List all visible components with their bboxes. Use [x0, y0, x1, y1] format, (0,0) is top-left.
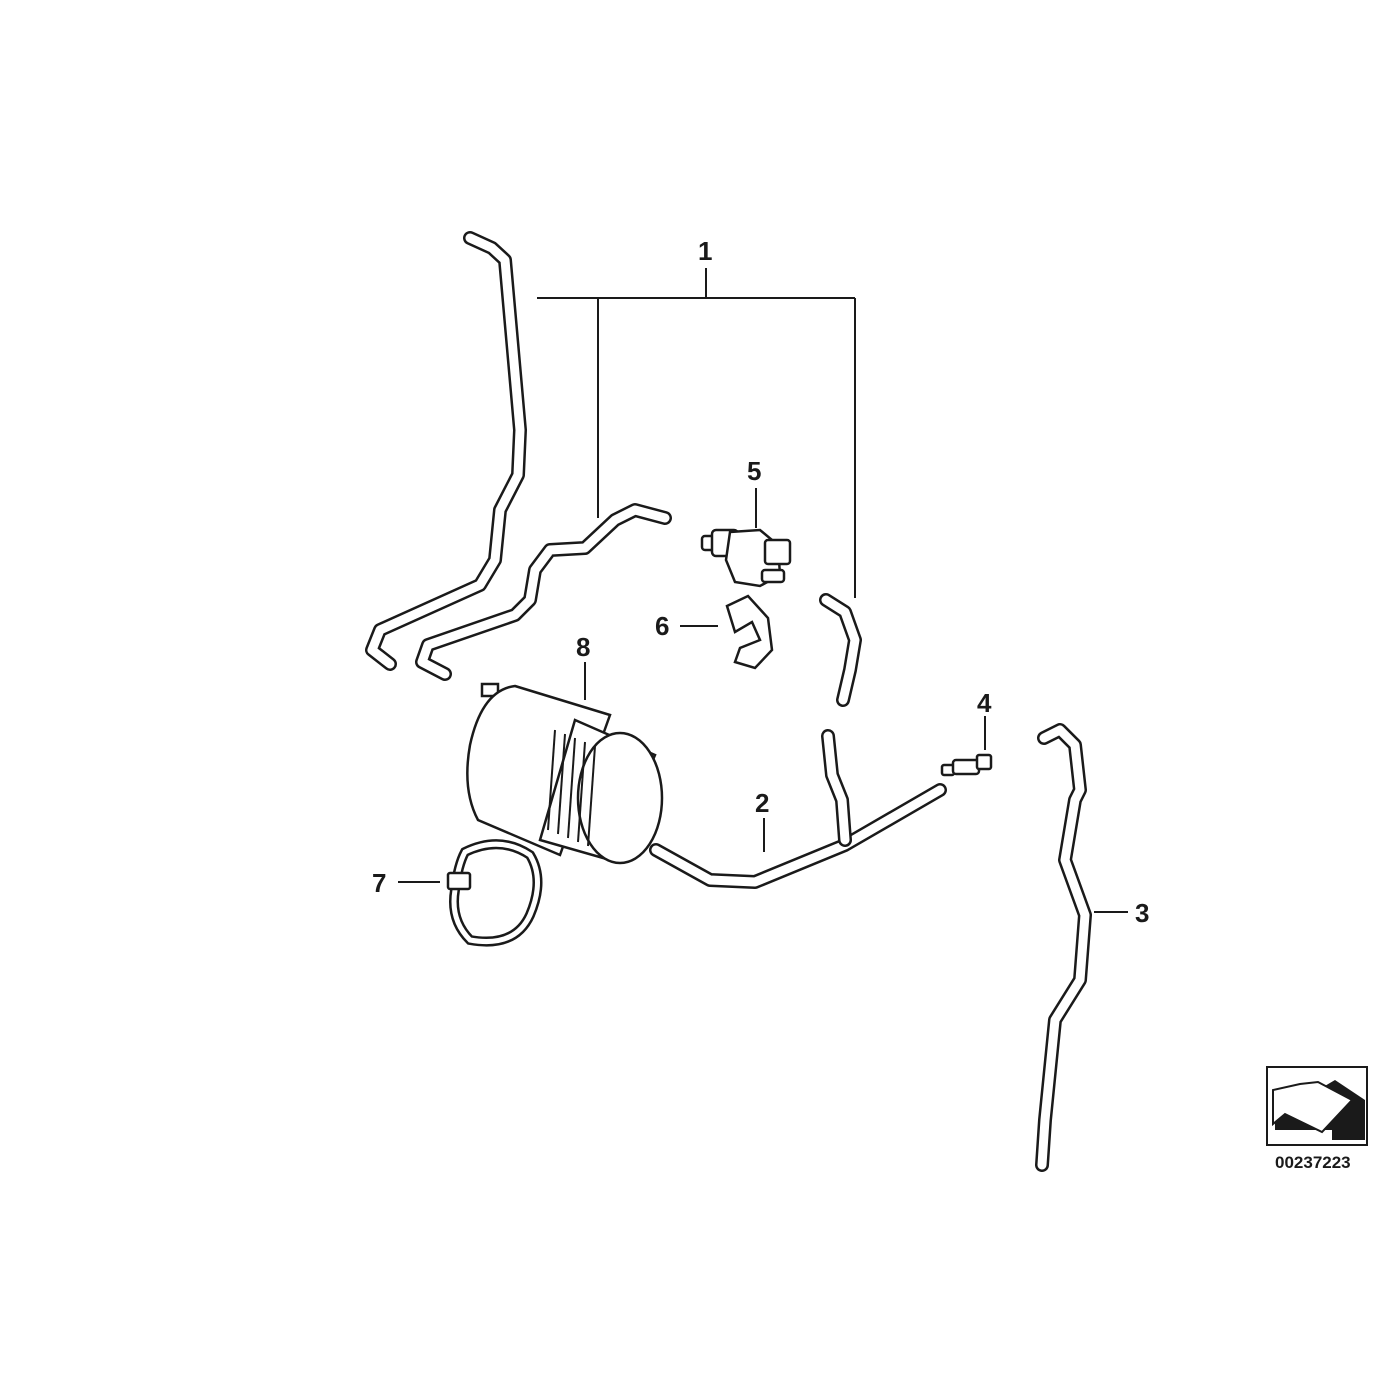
hose-to-canister[interactable] — [649, 729, 947, 889]
callout-4: 4 — [977, 688, 992, 718]
clamp-part[interactable] — [446, 839, 543, 947]
callout-5: 5 — [747, 456, 761, 486]
callout-1: 1 — [698, 236, 712, 266]
connector-part[interactable] — [940, 753, 993, 777]
callout-8: 8 — [576, 632, 590, 662]
hose-long-left[interactable] — [365, 231, 527, 671]
diagram-number: 00237223 — [1275, 1153, 1351, 1172]
callout-3: 3 — [1135, 898, 1149, 928]
orientation-arrow-icon — [1266, 1066, 1368, 1146]
callout-2: 2 — [755, 788, 769, 818]
callout-7: 7 — [372, 868, 386, 898]
canister-part[interactable] — [466, 682, 664, 865]
hose-middle[interactable] — [415, 503, 672, 681]
holder-part[interactable] — [725, 594, 774, 670]
valve-part[interactable] — [700, 528, 792, 588]
callout-6: 6 — [655, 611, 669, 641]
hose-long-right[interactable] — [1035, 723, 1092, 1172]
hose-short-right[interactable] — [819, 593, 862, 707]
leader-1 — [537, 268, 856, 598]
